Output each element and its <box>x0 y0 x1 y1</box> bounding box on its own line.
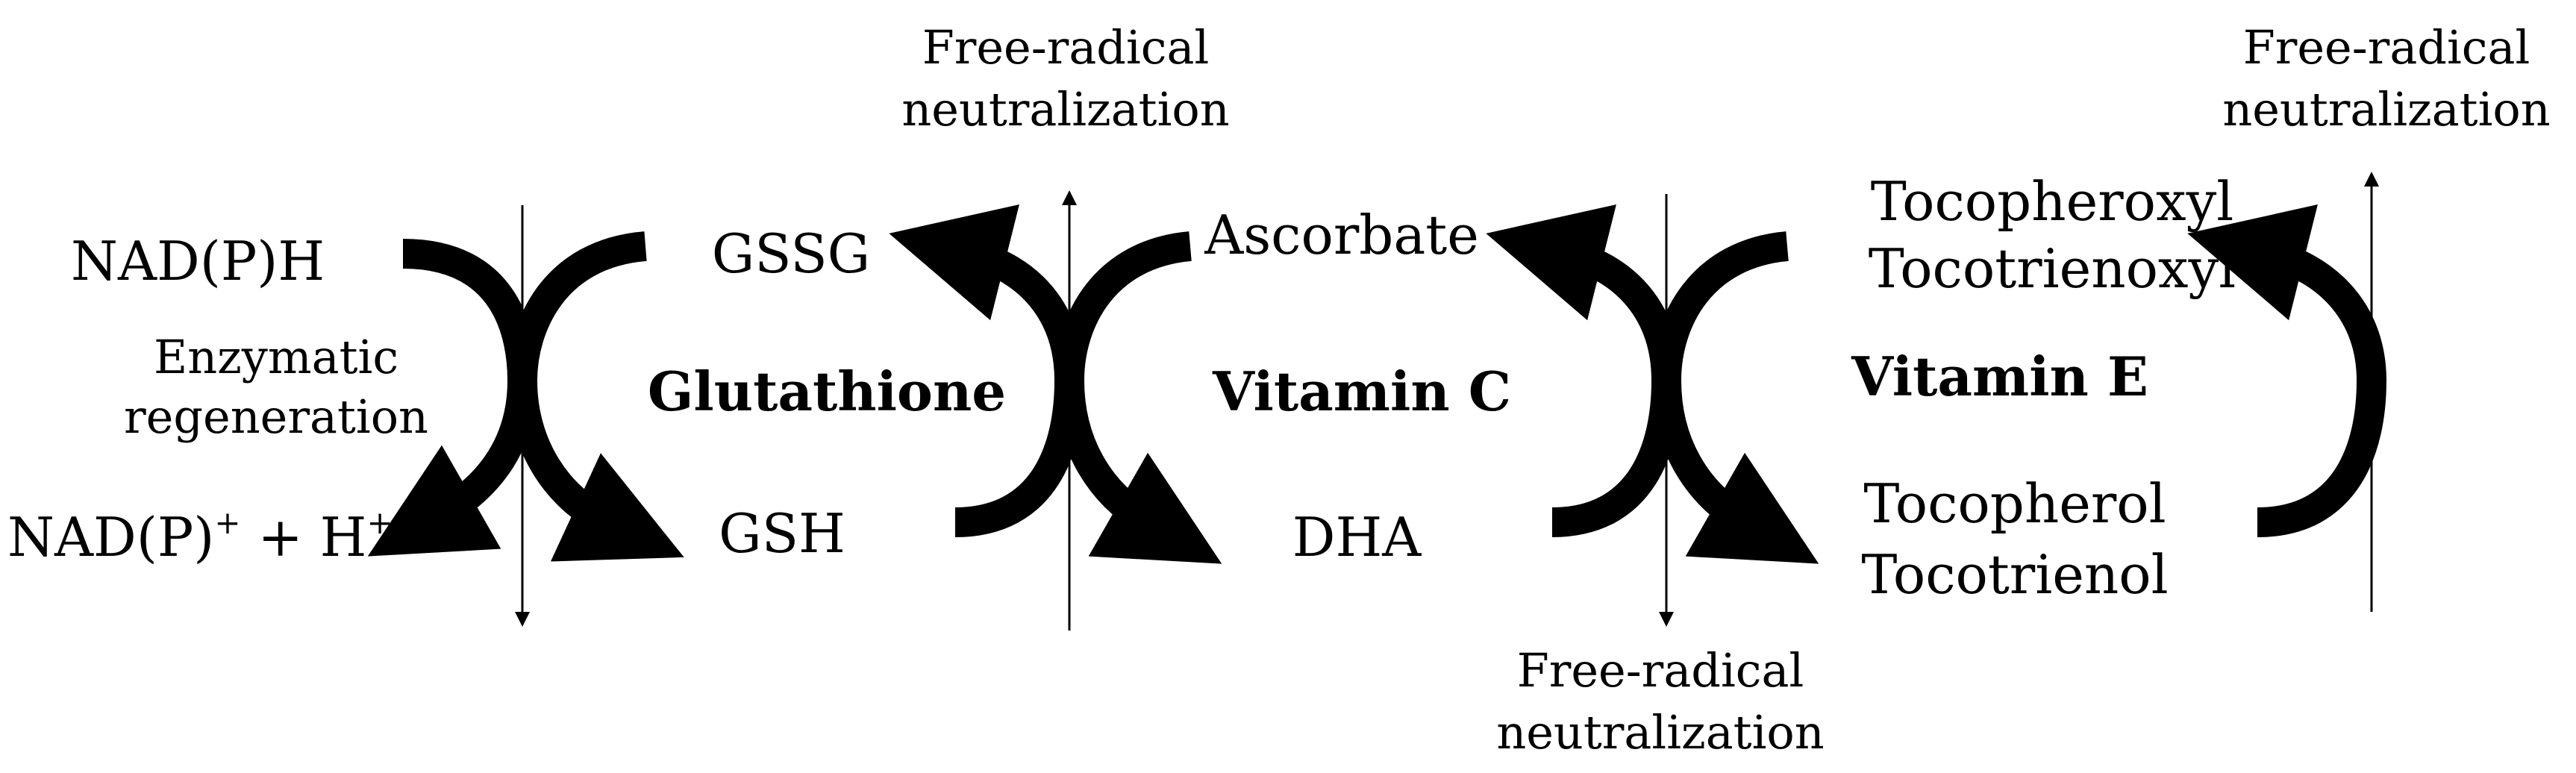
tocopherol-label: Tocopherol <box>1863 472 2166 535</box>
vitaminc-neutralization-line2: neutralization <box>1496 705 1824 760</box>
dha-label: DHA <box>1292 506 1422 569</box>
vitamine-title: Vitamin E <box>1851 345 2148 408</box>
ascorbate-oxidation-arrow <box>1054 231 1222 564</box>
tocotrienoxyl-label: Tocotrienoxyl <box>1869 237 2236 300</box>
nadp-plus-label: NAD(P)+ + H+ <box>7 504 393 569</box>
gsh-label: GSH <box>719 502 845 565</box>
vitaminc-title: Vitamin C <box>1212 360 1511 423</box>
ascorbate-label: Ascorbate <box>1204 204 1479 266</box>
proton-text: + H <box>241 506 367 569</box>
vitaminc-vitamine-exchange <box>1486 194 1819 627</box>
gssg-label: GSSG <box>712 222 870 285</box>
tocotrienol-label: Tocotrienol <box>1861 543 2168 606</box>
enzymatic-label: Enzymatic <box>154 330 398 384</box>
glutathione-vitaminc-exchange <box>889 190 1222 630</box>
nadph-label: NAD(P)H <box>71 230 325 292</box>
nadp-base: NAD(P) <box>7 506 214 569</box>
tocopheroxyl-label: Tocopheroxyl <box>1871 170 2234 233</box>
glutathione-neutralization-line1: Free-radical <box>922 20 1210 75</box>
tocopheroxyl-reduction-arrow <box>1651 231 1819 564</box>
vitaminc-neutralization-line1: Free-radical <box>1517 643 1804 698</box>
vitamine-neutralization-line2: neutralization <box>2222 82 2550 137</box>
gssg-reduction-arrow <box>507 231 684 562</box>
nadp-superscript: + <box>214 504 240 541</box>
vitamine-neutralization-line1: Free-radical <box>2243 20 2530 75</box>
proton-superscript: + <box>366 504 393 541</box>
regeneration-label: regeneration <box>124 389 428 444</box>
glutathione-neutralization-line2: neutralization <box>901 82 1229 137</box>
tocopherol-oxidation-arrow <box>2187 204 2387 537</box>
vitamine-neutralization <box>2187 172 2387 612</box>
nadph-glutathione-exchange <box>367 205 684 627</box>
dha-reduction-arrow <box>1486 204 1682 537</box>
nadph-oxidation-arrow <box>367 239 538 557</box>
glutathione-title: Glutathione <box>648 360 1006 423</box>
